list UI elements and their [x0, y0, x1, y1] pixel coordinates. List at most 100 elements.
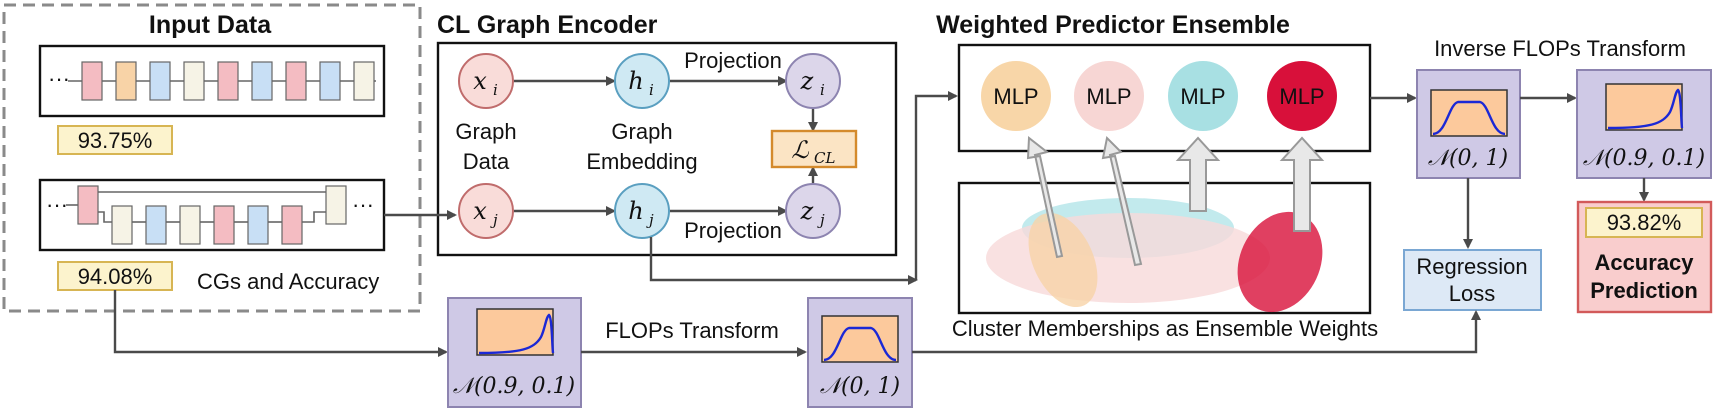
graph-embedding-label-line2: Embedding	[586, 149, 697, 174]
regression-loss-line2: Loss	[1449, 281, 1495, 306]
ellipsis-left: ···	[48, 66, 70, 91]
mlp-label-3: MLP	[1180, 84, 1225, 109]
cl-loss-box	[770, 129, 858, 169]
weighted-predictor-ensemble-panel: Weighted Predictor Ensemble MLP MLP MLP …	[936, 11, 1378, 341]
lower-shifted-normal-box: 𝒩(0.9, 0.1)	[447, 297, 582, 408]
projection-label-top: Projection	[684, 48, 782, 73]
ensemble-weight-arrows	[1026, 135, 1325, 267]
upper-std-normal-plot	[1430, 89, 1508, 137]
node-z-j-sub: j	[817, 211, 825, 229]
upper-std-normal-box: 𝒩(0, 1)	[1416, 69, 1521, 179]
predicted-accuracy-value: 93.82%	[1607, 210, 1682, 235]
ellipsis-left-cell: ···	[46, 192, 68, 217]
weight-arrow-4	[1279, 136, 1325, 232]
upper-shifted-normal-plot	[1605, 83, 1683, 131]
node-h-j-label: h	[628, 197, 643, 225]
arrow-target-to-regression-loss	[912, 310, 1481, 354]
cl-loss-sub: CL	[814, 149, 835, 167]
graph-embedding-label-line1: Graph	[611, 119, 672, 144]
lower-std-normal-box: 𝒩(0, 1)	[807, 297, 913, 408]
lower-shifted-normal-plot	[476, 308, 554, 356]
inverse-flops-title: Inverse FLOPs Transform	[1434, 36, 1686, 61]
upper-std-normal-label: 𝒩(0, 1)	[1428, 146, 1508, 171]
mlp-circle-1	[981, 61, 1051, 131]
projection-label-bottom: Projection	[684, 218, 782, 243]
node-x-j	[458, 183, 514, 239]
cluster-orange	[1028, 212, 1098, 308]
node-z-j	[785, 183, 841, 239]
node-h-j-sub: j	[646, 211, 654, 229]
mlp-circle-2	[1074, 61, 1144, 131]
mlp-label-1: MLP	[993, 84, 1038, 109]
graph-node	[145, 205, 167, 245]
upper-shifted-normal-label: 𝒩(0.9, 0.1)	[1583, 146, 1705, 171]
accuracy-badge-bottom	[57, 261, 173, 291]
graph-node	[251, 61, 273, 101]
graph-node	[217, 61, 239, 101]
graph-node	[353, 61, 375, 101]
lower-shifted-normal-label: 𝒩(0.9, 0.1)	[453, 374, 575, 399]
accuracy-prediction-line2: Prediction	[1590, 278, 1698, 303]
computational-graph-chain: ···	[38, 44, 386, 118]
node-z-i-label: z	[800, 67, 814, 95]
weight-arrow-2	[1101, 135, 1143, 267]
regression-loss-frame	[1403, 249, 1542, 311]
computational-graph-cell: ··· ···	[38, 178, 386, 252]
predicted-accuracy-badge	[1585, 207, 1703, 238]
graph-node	[247, 205, 269, 245]
lower-std-normal-plot	[821, 315, 899, 363]
node-h-i-label: h	[628, 67, 643, 95]
accuracy-badge-top	[57, 125, 173, 155]
cl-loss-symbol: ℒ	[791, 136, 809, 164]
arrow-embedding-to-mlps	[914, 91, 958, 280]
node-z-i	[785, 53, 841, 109]
input-data-panel: Input Data ··· 93.75% ··· ···	[2, 3, 422, 313]
node-x-j-label: x	[473, 197, 487, 225]
cgs-accuracy-caption: CGs and Accuracy	[197, 269, 379, 294]
node-x-i-label: x	[473, 67, 487, 95]
cl-graph-encoder-title: CL Graph Encoder	[437, 11, 658, 39]
accuracy-prediction-box: 93.82% Accuracy Prediction	[1576, 200, 1713, 314]
cluster-red	[1237, 211, 1323, 313]
ensemble-title: Weighted Predictor Ensemble	[936, 11, 1290, 39]
graph-node	[179, 205, 201, 245]
cl-graph-encoder-panel: CL Graph Encoder x i h i z i x j h j z j…	[436, 11, 898, 257]
mlp-label-2: MLP	[1086, 84, 1131, 109]
graph-node	[149, 61, 171, 101]
lower-std-normal-curve	[823, 326, 897, 362]
ellipsis-right-cell: ···	[352, 192, 374, 217]
accuracy-prediction-line1: Accuracy	[1594, 250, 1694, 275]
node-h-j	[614, 183, 670, 239]
cl-graph-encoder-frame	[436, 41, 898, 257]
arrow-accuracy-to-flops	[113, 290, 448, 357]
upper-shifted-normal-box: 𝒩(0.9, 0.1)	[1576, 69, 1712, 179]
node-x-i-sub: i	[493, 81, 498, 99]
mlp-label-4: MLP	[1279, 84, 1324, 109]
mlp-circle-4	[1267, 61, 1337, 131]
flops-transform-title: FLOPs Transform	[605, 318, 779, 343]
accuracy-value-top: 93.75%	[78, 128, 153, 153]
graph-node	[111, 205, 133, 245]
graph-node	[81, 61, 103, 101]
regression-loss-line1: Regression	[1416, 254, 1527, 279]
mlp-circle-3	[1168, 61, 1238, 131]
weight-arrow-3	[1175, 136, 1221, 212]
graph-node	[325, 185, 347, 225]
graph-node	[115, 61, 137, 101]
upper-shifted-normal-curve	[1607, 88, 1684, 130]
graph-node	[183, 61, 205, 101]
graph-data-label-line2: Data	[463, 149, 510, 174]
graph-node	[77, 185, 99, 225]
lower-shifted-normal-curve	[478, 313, 555, 355]
lower-std-normal-label: 𝒩(0, 1)	[820, 374, 900, 399]
input-data-title: Input Data	[149, 11, 272, 39]
node-x-i	[458, 53, 514, 109]
node-h-i-sub: i	[649, 81, 654, 99]
graph-node	[319, 61, 341, 101]
upper-std-normal-curve	[1432, 100, 1506, 136]
arrow-embedding-to-clusters	[649, 237, 918, 285]
node-x-j-sub: j	[490, 211, 498, 229]
node-z-j-label: z	[800, 197, 814, 225]
cluster-memberships	[986, 198, 1323, 313]
